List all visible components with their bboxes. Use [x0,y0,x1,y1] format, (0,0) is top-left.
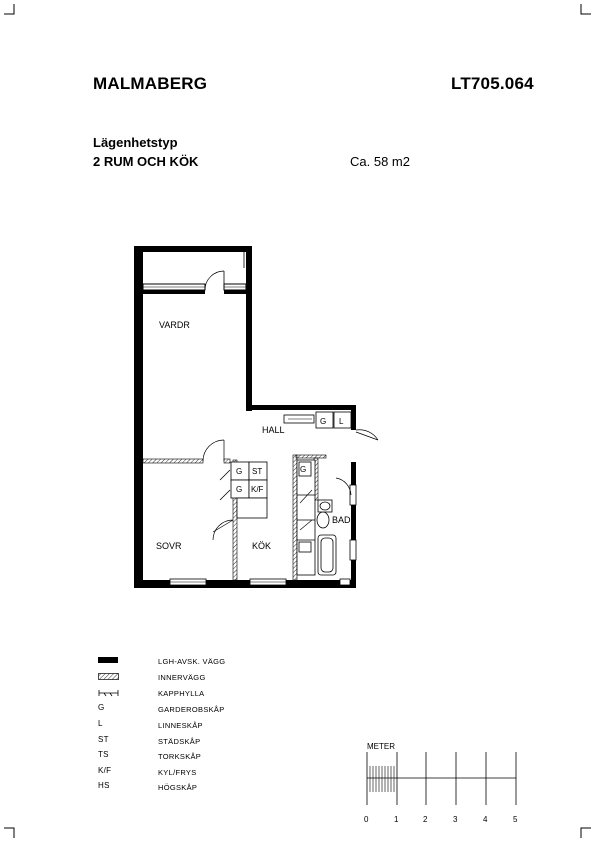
area-name: MALMABERG [93,74,208,93]
scale-tick-label: 0 [364,815,369,824]
outer-walls [134,246,356,588]
hall-wardrobe-code: G [320,417,326,426]
cleaning-cupboard-code: ST [252,467,262,476]
apartment-type-value: 2 RUM OCH KÖK [93,154,199,169]
fridge-freezer-code: K/F [251,485,264,494]
scale-tick-label: 4 [483,815,488,824]
windows [169,484,357,586]
legend-text: STÄDSKÅP [158,737,201,746]
object-code: LT705.064 [451,74,534,93]
legend-code: K/F [98,766,112,775]
legend-text: GARDEROBSKÅP [158,705,225,714]
hall-fixtures [283,411,352,429]
room-label-bath: BAD [332,515,351,525]
scale-tick-label: 5 [513,815,518,824]
legend-text: INNERVÄGG [158,673,206,682]
hall-linen-code: L [339,417,344,426]
legend-text: LGH-AVSK. VÄGG [158,657,226,666]
legend-text: HÖGSKÅP [158,783,198,792]
hatched-wall-symbol [98,671,138,683]
room-label-hall: HALL [262,425,285,435]
thick-wall-symbol [98,655,138,667]
kitchen-counter [296,459,316,576]
bathroom-fixtures [316,499,337,576]
legend-text: LINNESKÅP [158,721,203,730]
legend-code: L [98,719,103,728]
legend-text: KAPPHYLLA [158,689,205,698]
legend-text: TORKSKÅP [158,752,202,761]
legend-code: HS [98,781,110,790]
scale-title: METER [367,742,395,751]
apartment-type-label: Lägenhetstyp [93,135,178,150]
legend-code: TS [98,750,109,759]
balcony [142,252,247,294]
kitchen-g-code: G [300,465,306,474]
legend-code: G [98,703,105,712]
wardrobe-g-1: G [236,467,242,476]
scale-tick-label: 1 [394,815,399,824]
scale-tick-label: 2 [423,815,428,824]
room-label-living: VARDR [159,320,190,330]
scale-tick-label: 3 [453,815,458,824]
legend-code: ST [98,735,109,744]
wardrobe-block [219,461,268,519]
legend-text: KYL/FRYS [158,768,197,777]
shelf-symbol [98,687,138,699]
wardrobe-g-2: G [236,485,242,494]
room-label-kitchen: KÖK [252,541,271,551]
room-label-bedroom: SOVR [156,541,182,551]
apartment-size: Ca. 58 m2 [350,154,410,169]
